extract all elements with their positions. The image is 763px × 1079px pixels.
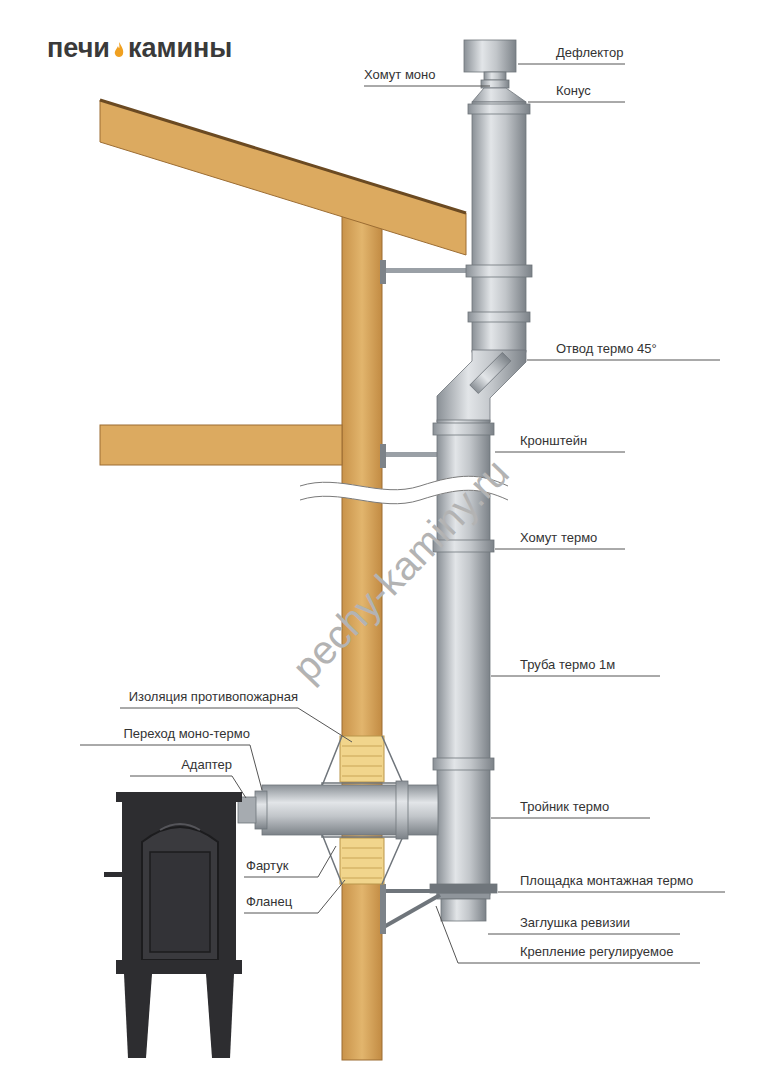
part-label: Хомут термо bbox=[520, 530, 597, 546]
part-label: Переход моно-термо bbox=[123, 726, 250, 742]
upper-chimney bbox=[437, 40, 532, 422]
part-label: Крепление регулируемое bbox=[520, 944, 674, 960]
part-label: Площадка монтажная термо bbox=[520, 873, 693, 889]
part-label: Адаптер bbox=[181, 757, 232, 773]
tee-branch bbox=[238, 781, 438, 839]
part-label: Тройник термо bbox=[520, 799, 609, 815]
logo-word: печи bbox=[47, 32, 110, 64]
part-label: Фланец bbox=[246, 894, 292, 910]
adjustable-support bbox=[380, 884, 440, 934]
flame-icon bbox=[113, 41, 125, 61]
part-label: Конус bbox=[556, 83, 591, 99]
part-label: Кронштейн bbox=[520, 433, 587, 449]
stove bbox=[104, 792, 242, 1058]
part-label: Дефлектор bbox=[556, 45, 623, 61]
logo: печи камины bbox=[47, 32, 232, 64]
part-label: Фартук bbox=[246, 858, 288, 874]
part-label: Изоляция противопожарная bbox=[129, 689, 298, 705]
part-label: Отвод термо 45° bbox=[556, 341, 657, 357]
logo-word: камины bbox=[128, 32, 232, 64]
part-label: Хомут моно bbox=[364, 67, 435, 83]
part-label: Труба термо 1м bbox=[520, 657, 615, 673]
leader-lines bbox=[80, 64, 725, 963]
part-label: Заглушка ревизии bbox=[520, 915, 630, 931]
